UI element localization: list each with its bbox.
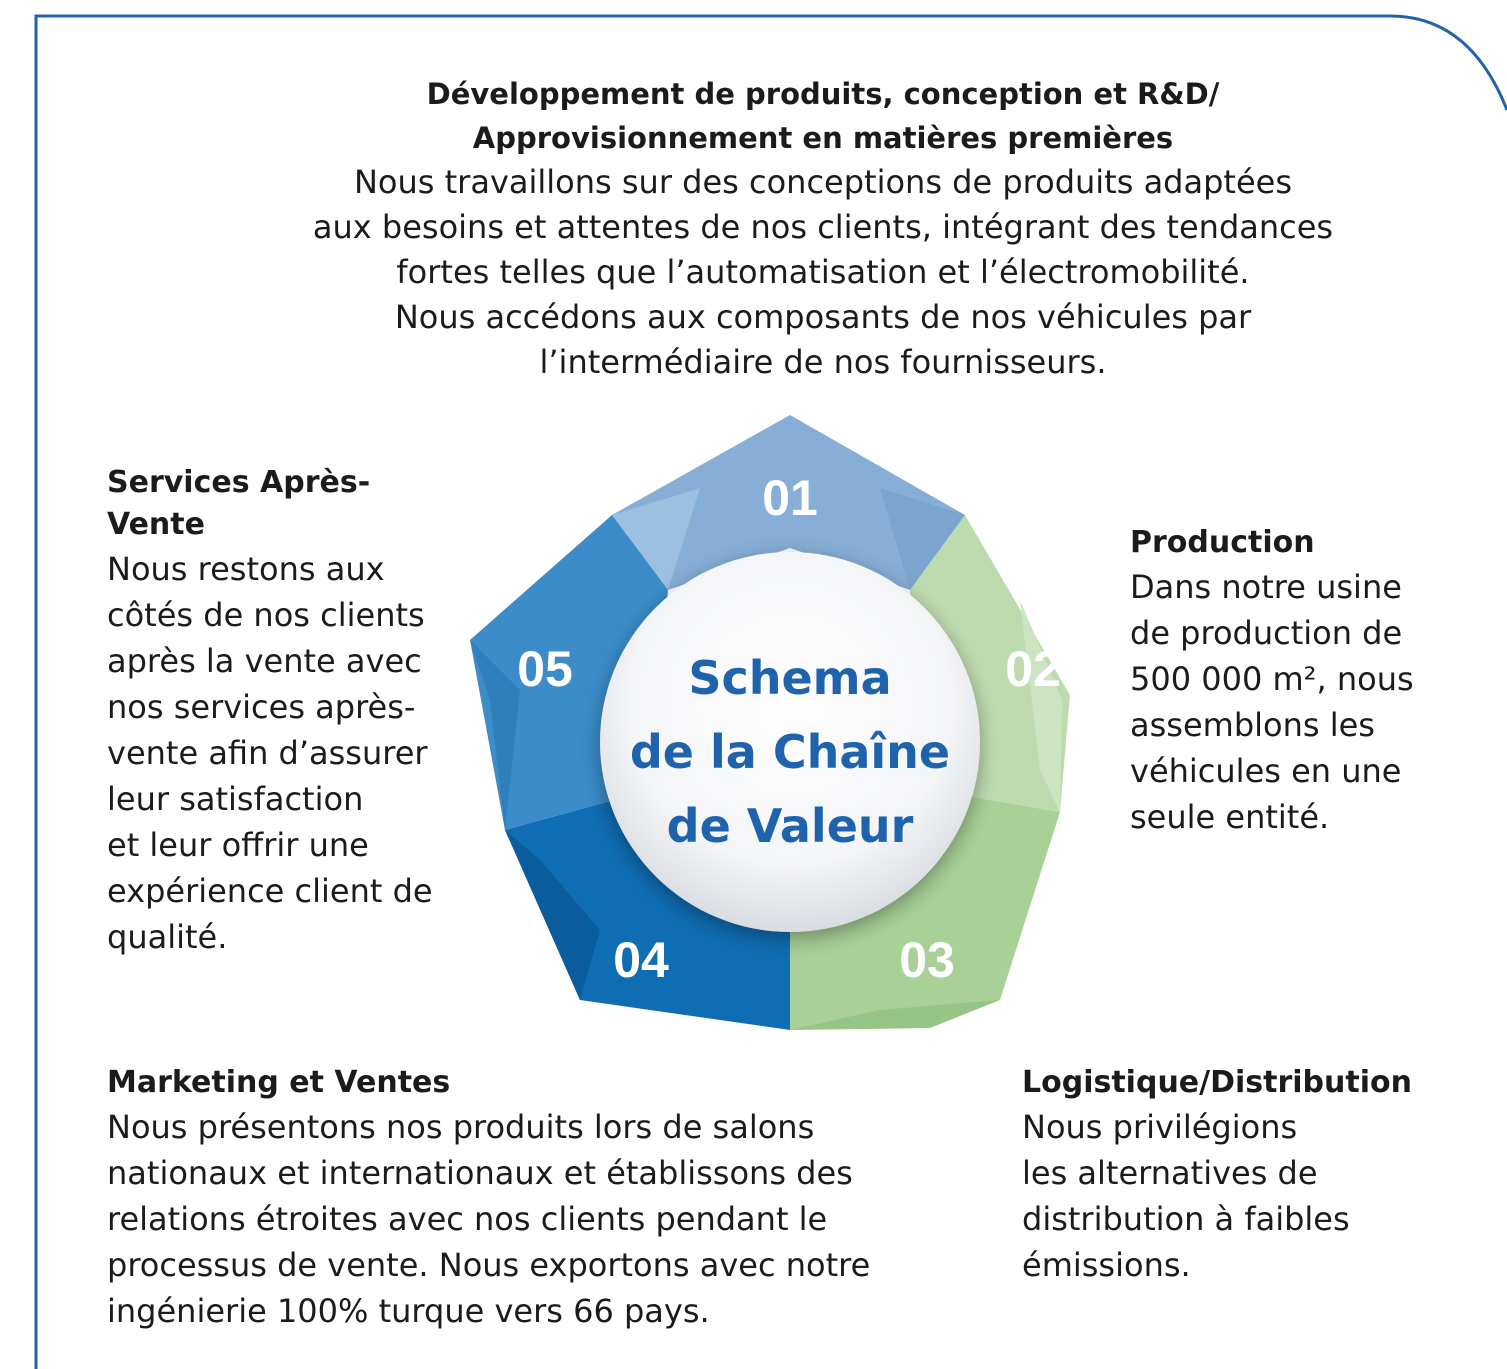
after-sales-title: Services Après- Vente	[107, 465, 371, 542]
center-circle	[600, 552, 980, 932]
logistics-title: Logistique/Distribution	[1022, 1065, 1412, 1100]
rnd-body-line2: aux besoins et attentes de nos clients, …	[312, 208, 1334, 246]
center-title-line1: Schema	[688, 651, 891, 705]
segment-04-label: 04	[613, 932, 669, 988]
marketing-sales-title: Marketing et Ventes	[107, 1065, 451, 1100]
rnd-body-line5: l’intermédiaire de nos fournisseurs.	[539, 343, 1107, 381]
production-title: Production	[1130, 525, 1315, 560]
rnd-body-line3: fortes telles que l’automatisation et l’…	[396, 253, 1250, 291]
center-title-line2: de la Chaîne	[630, 725, 950, 779]
after-sales-body: Nous restons aux côtés de nos clients ap…	[107, 550, 433, 956]
production-block: Production Dans notre usine de productio…	[1130, 522, 1470, 840]
segment-01	[612, 415, 965, 590]
marketing-sales-block: Marketing et Ventes Nous présentons nos …	[107, 1062, 987, 1334]
rnd-body-line4: Nous accédons aux composants de nos véhi…	[394, 298, 1252, 336]
value-chain-wheel: 01 02 03 04 05 Schema de la Chaîne de Va…	[470, 415, 1070, 1030]
segment-03-label: 03	[899, 932, 955, 988]
segment-01-arrow-right	[880, 488, 965, 590]
segment-02-arrow	[1020, 600, 1062, 812]
segment-02-label: 02	[1005, 641, 1061, 697]
logistics-block: Logistique/Distribution Nous privilégion…	[1022, 1062, 1492, 1288]
rnd-title-line2: Approvisionnement en matières premières	[472, 121, 1174, 155]
segment-05-arrow	[470, 640, 520, 830]
rnd-procurement-block: Développement de produits, conception et…	[270, 72, 1376, 385]
production-body: Dans notre usine de production de 500 00…	[1130, 568, 1414, 836]
segment-03-arrow	[790, 1000, 1000, 1030]
after-sales-block: Services Après- Vente Nous restons aux c…	[107, 462, 467, 960]
segment-04-arrow	[505, 830, 600, 1000]
center-title-line3: de Valeur	[667, 799, 914, 853]
rnd-title-line1: Développement de produits, conception et…	[426, 77, 1220, 111]
rnd-body-line1: Nous travaillons sur des conceptions de …	[353, 163, 1292, 201]
marketing-sales-body: Nous présentons nos produits lors de sal…	[107, 1108, 871, 1330]
logistics-body: Nous privilégions les alternatives de di…	[1022, 1108, 1350, 1284]
segment-01-label: 01	[762, 470, 818, 526]
segment-05-label: 05	[517, 641, 573, 697]
segment-01-arrow-left	[612, 488, 700, 590]
